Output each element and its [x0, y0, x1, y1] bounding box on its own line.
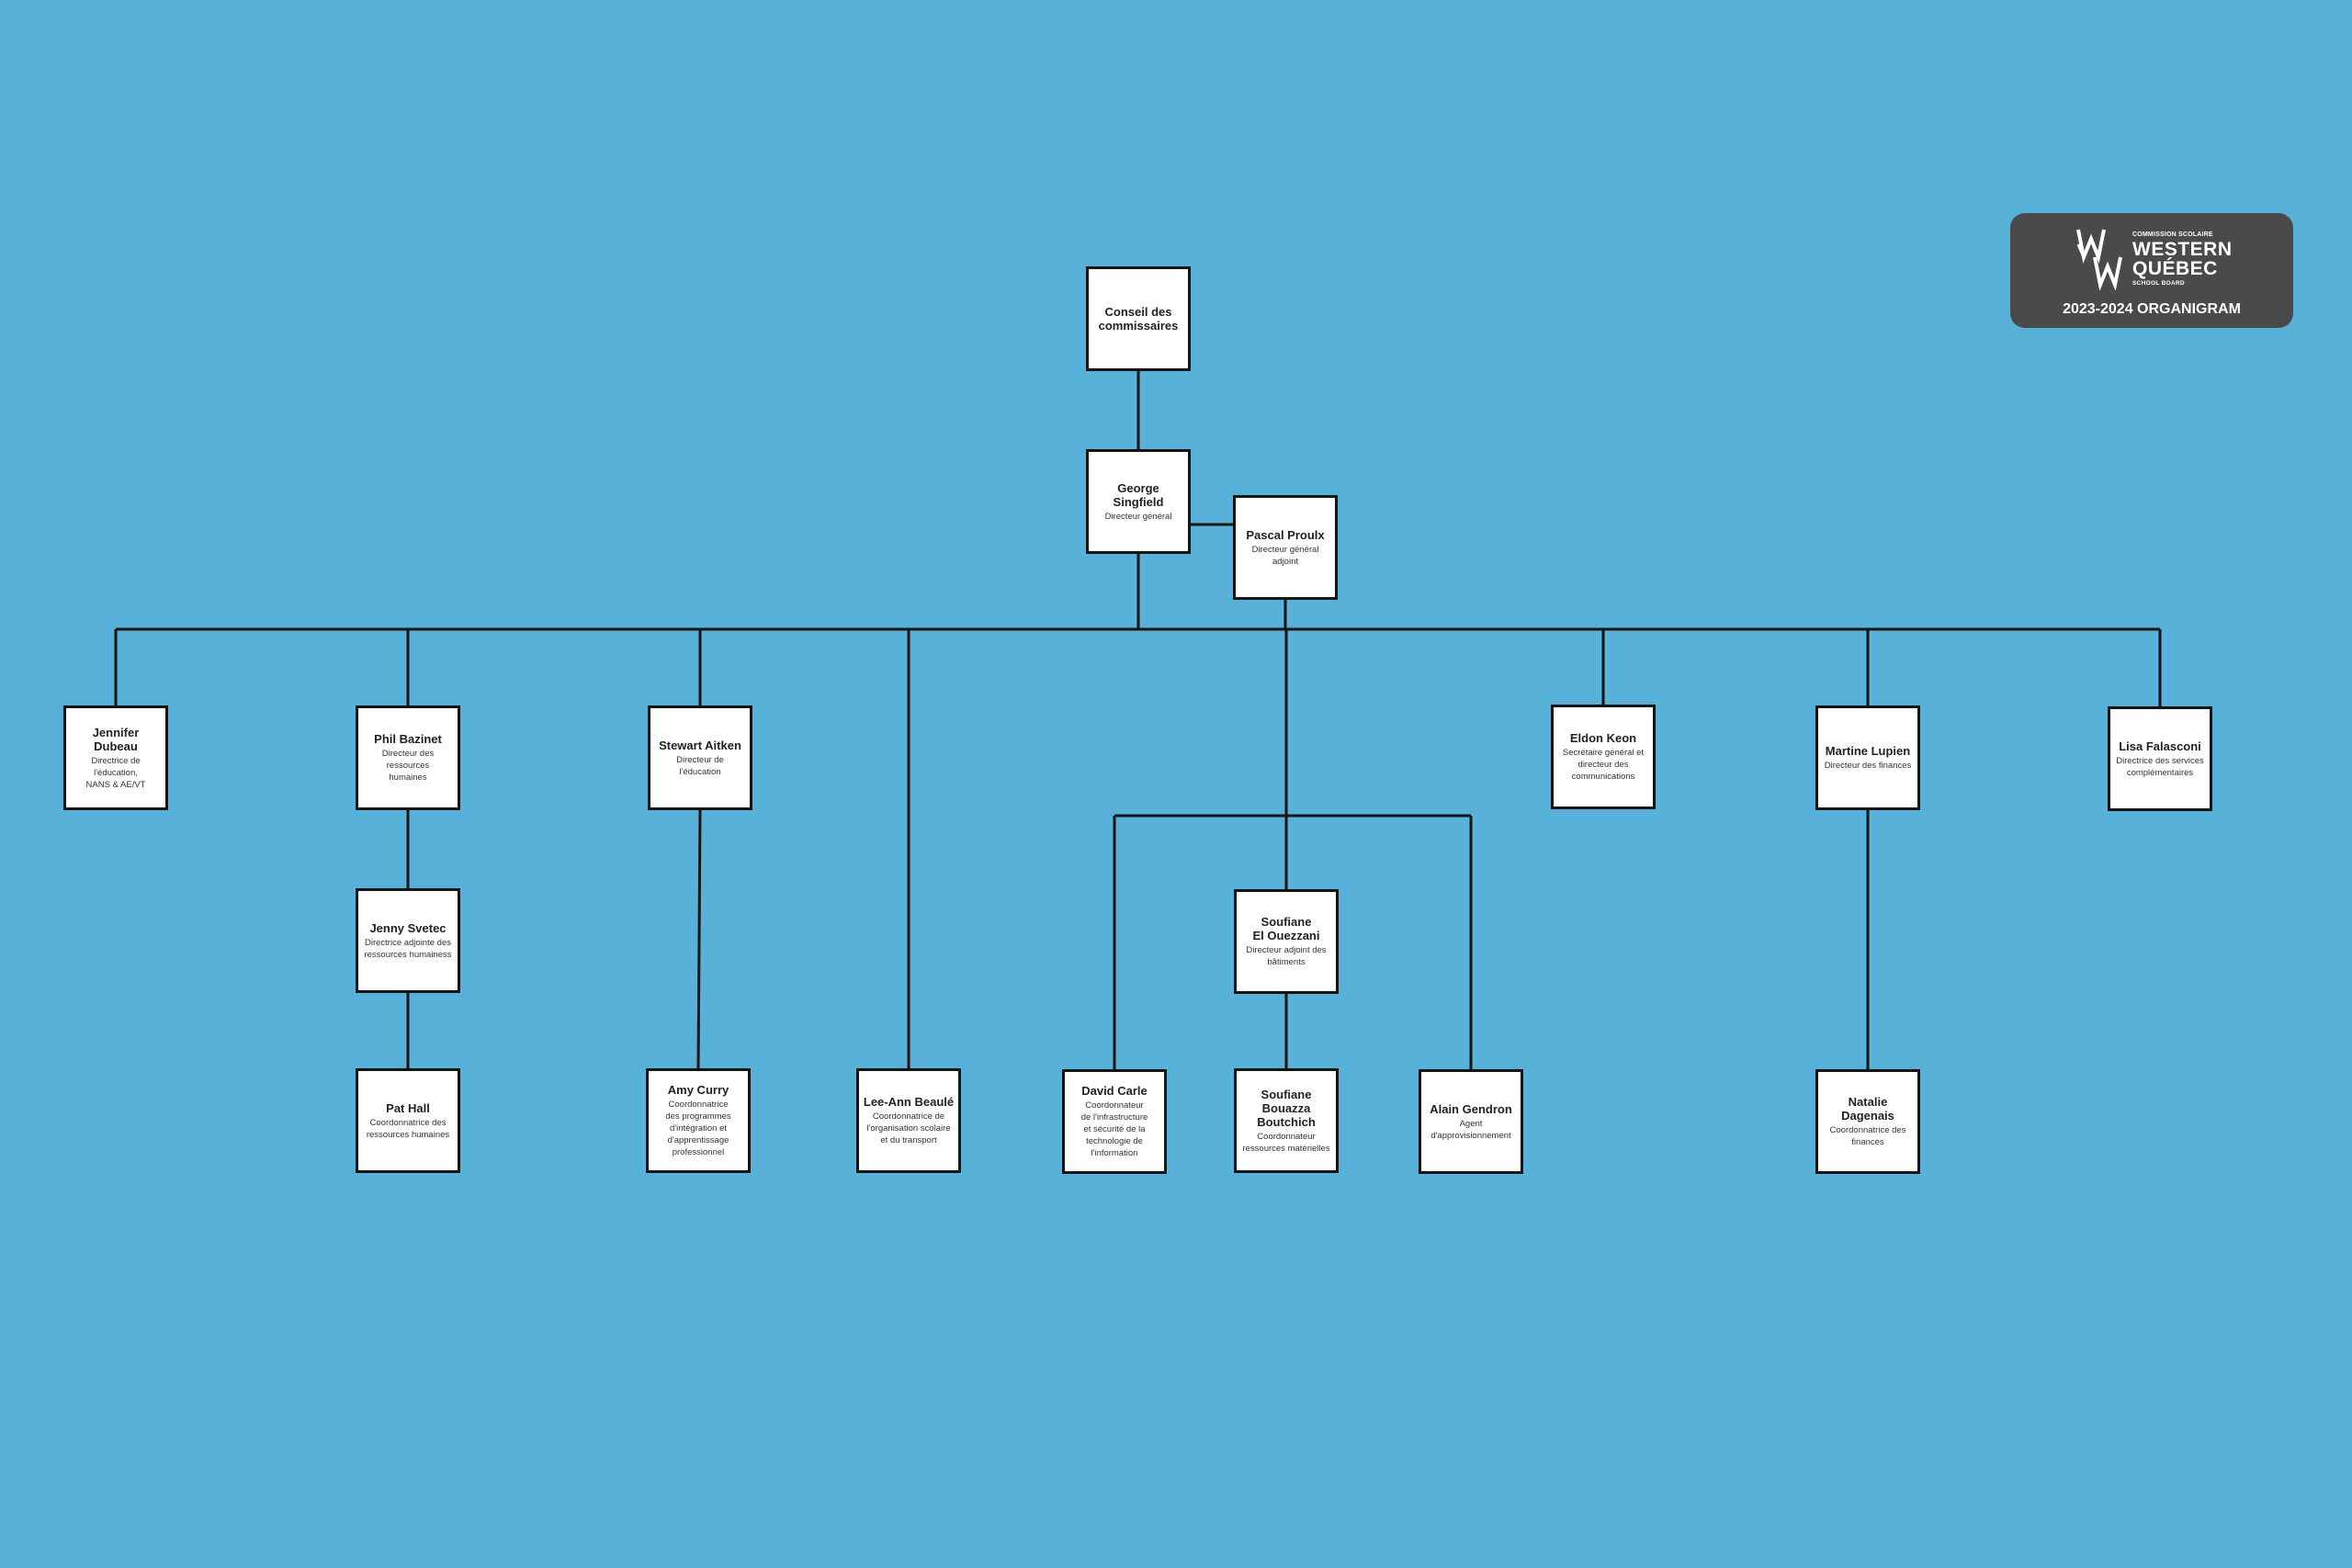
org-node-title: Directeur général adjoint: [1251, 544, 1319, 567]
org-node-name: Natalie Dagenais: [1841, 1095, 1894, 1122]
org-node-title: Coordonnatrice de l'organisation scolair…: [866, 1111, 951, 1145]
logo-commission-text: COMMISSION SCOLAIRE: [2132, 231, 2213, 238]
organigram-year-title: 2023-2024 ORGANIGRAM: [2063, 301, 2241, 317]
org-node-name: Stewart Aitken: [659, 738, 741, 752]
org-node-name: Lisa Falasconi: [2119, 739, 2201, 753]
org-node-title: Coordonnateur ressources matérielles: [1242, 1131, 1330, 1154]
org-node-title: Directrice adjointe des ressources humai…: [364, 937, 452, 960]
org-node-name: Pascal Proulx: [1246, 527, 1325, 542]
connector-aitken-curry: [696, 809, 702, 1069]
org-node-title: Directeur de l'éducation: [676, 754, 724, 777]
ww-logo-icon: [2076, 229, 2122, 290]
logo-western-text: WESTERN: [2132, 239, 2233, 260]
logo-school-board-text: SCHOOL BOARD: [2132, 280, 2185, 287]
org-node-title: Coordonnatrice des finances: [1829, 1125, 1906, 1147]
org-node-name: Soufiane El Ouezzani: [1252, 915, 1320, 942]
org-node-name: Jenny Svetec: [369, 920, 447, 935]
org-node-name: Soufiane Bouazza Boutchich: [1257, 1087, 1316, 1129]
org-node-title: Directrice des services complémentaires: [2116, 755, 2204, 778]
org-node-title: Secrétaire général et directeur des comm…: [1562, 748, 1645, 782]
org-node-name: Phil Bazinet: [374, 732, 442, 746]
org-node-name: Eldon Keon: [1569, 731, 1637, 745]
org-node-title: Directrice de l'éducation, NANS & AE/VT: [85, 755, 146, 790]
org-node-name: Martine Lupien: [1825, 744, 1911, 758]
org-node-title: Directeur adjoint des bâtiments: [1246, 945, 1327, 967]
org-node-title: Coordonnateur de l'infrastructure et séc…: [1080, 1100, 1148, 1158]
org-node-name: Alain Gendron: [1430, 1101, 1512, 1116]
org-node-name: Conseil des commissaires: [1098, 305, 1179, 333]
org-node-name: Amy Curry: [667, 1083, 729, 1097]
org-node-conseil: Conseil des commissaires: [1086, 266, 1191, 371]
org-node-name: Lee-Ann Beaulé: [863, 1095, 955, 1109]
org-node-name: Jennifer Dubeau: [92, 725, 140, 753]
logo-quebec-text: QUÉBEC: [2132, 258, 2218, 279]
org-node-name: George Singfield: [1113, 480, 1164, 509]
org-node-title: Directeur des finances: [1824, 761, 1912, 771]
organigram-title-badge: COMMISSION SCOLAIRE WESTERN QUÉBEC SCHOO…: [2010, 213, 2293, 328]
org-node-name: Pat Hall: [386, 1100, 430, 1115]
org-node-title: Coordonnatrice des ressources humaines: [366, 1117, 450, 1140]
org-node-title: Agent d'approvisionnement: [1430, 1118, 1511, 1141]
org-node-name: David Carle: [1081, 1084, 1148, 1098]
org-node-title: Directeur des ressources humaines: [381, 749, 435, 783]
org-node-title: Directeur général: [1104, 511, 1172, 522]
org-node-title: Coordonnatrice des programmes d'intégrat…: [665, 1100, 731, 1157]
